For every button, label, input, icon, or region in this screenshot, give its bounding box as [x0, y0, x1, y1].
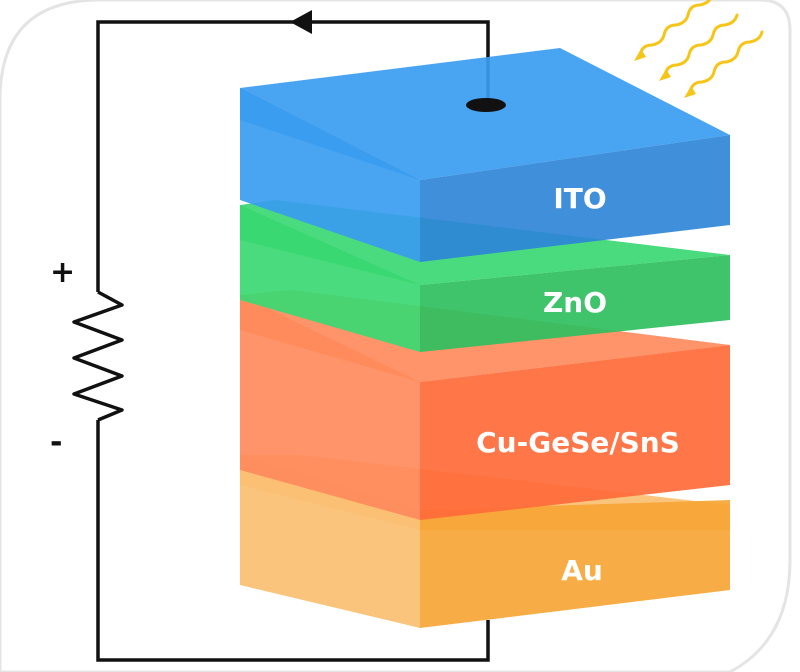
layer-ito-front	[420, 135, 730, 262]
light-ray-arrow-2	[659, 69, 671, 81]
minus-sign: -	[50, 425, 62, 460]
layer-ito: ITO	[240, 48, 730, 262]
layer-zno-left	[240, 205, 420, 352]
layer-ito-top	[240, 48, 730, 180]
wire-bottom	[96, 420, 490, 662]
light-ray-arrow-1	[634, 49, 646, 61]
light-ray-3	[688, 30, 764, 94]
current-arrow-icon	[290, 10, 312, 34]
light-ray-2	[663, 13, 739, 77]
layer-ito-left	[240, 88, 420, 262]
layer-zno-label: ZnO	[543, 286, 607, 319]
layer-ito-label: ITO	[553, 182, 606, 215]
layer-zno-front	[420, 255, 730, 352]
layer-stack: Au Cu-GeSe/SnS ZnO ITO	[240, 48, 730, 628]
plus-sign: +	[50, 255, 75, 290]
light-rays	[634, 0, 764, 98]
light-ray-arrow-3	[684, 86, 696, 98]
layer-absorber-label: Cu-GeSe/SnS	[476, 426, 680, 459]
layer-au-label: Au	[561, 554, 603, 587]
light-ray-1	[638, 0, 712, 57]
layer-absorber-left	[240, 295, 420, 520]
top-contact-icon	[466, 98, 506, 112]
layer-au-front	[420, 500, 730, 628]
layer-absorber-front	[420, 345, 730, 520]
resistor-icon	[72, 290, 124, 422]
